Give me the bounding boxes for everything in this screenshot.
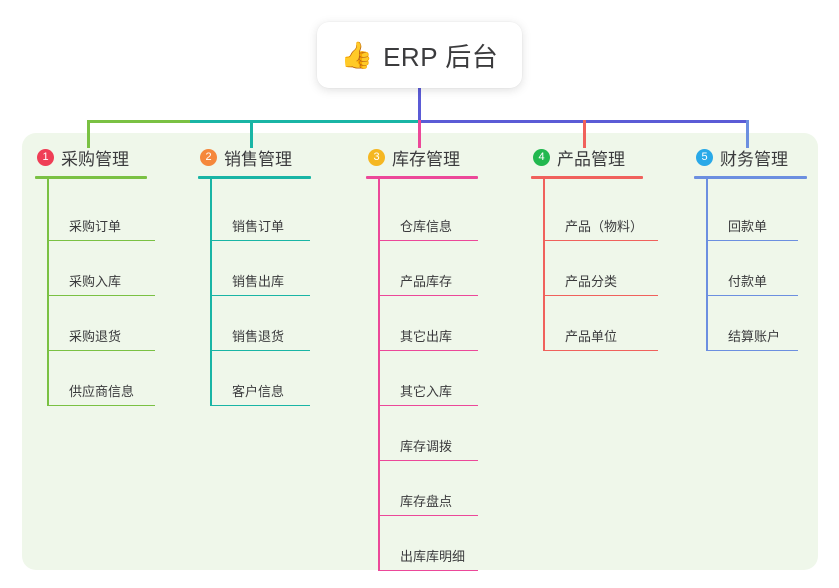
column-underline-4	[531, 176, 643, 179]
column-title-2: 销售管理	[224, 149, 292, 169]
connector-drop-col3	[418, 120, 421, 148]
column-spine-2	[210, 179, 212, 406]
column-badge-5: 5	[696, 148, 713, 166]
root-title: ERP 后台	[383, 41, 499, 72]
leaf-label: 产品分类	[565, 274, 618, 289]
leaf-underline	[378, 239, 478, 241]
column-underline-1	[35, 176, 147, 179]
leaf-underline	[378, 404, 478, 406]
leaf-label: 其它出库	[400, 329, 453, 344]
leaf-underline	[210, 404, 310, 406]
leaf-underline	[378, 294, 478, 296]
leaf-underline	[47, 294, 155, 296]
column-1: 1 采购管理采购订单采购入库采购退货供应商信息	[35, 146, 155, 406]
column-header-4[interactable]: 4 产品管理	[531, 146, 625, 169]
leaf-label: 库存调拨	[400, 439, 453, 454]
root-node[interactable]: 👍 ERP 后台	[317, 22, 522, 88]
leaf-underline	[378, 569, 478, 571]
column-underline-5	[694, 176, 807, 179]
connector-drop-col1	[87, 120, 90, 148]
leaf-label: 供应商信息	[69, 384, 135, 399]
leaf-underline	[210, 239, 310, 241]
diagram-panel	[22, 133, 818, 570]
leaf-label: 付款单	[728, 274, 768, 289]
column-title-3: 库存管理	[392, 149, 460, 169]
column-underline-2	[198, 176, 311, 179]
leaf-label: 结算账户	[728, 329, 781, 344]
leaf-label: 其它入库	[400, 384, 453, 399]
leaf-underline	[210, 294, 310, 296]
connector-bus-teal	[190, 120, 421, 123]
column-spine-1	[47, 179, 49, 406]
column-badge-1: 1	[37, 148, 54, 166]
column-spine-3	[378, 179, 380, 571]
leaf-label: 出库库明细	[400, 549, 466, 564]
leaf-label: 销售出库	[232, 274, 285, 289]
leaf-label: 客户信息	[232, 384, 285, 399]
column-underline-3	[366, 176, 478, 179]
column-header-5[interactable]: 5 财务管理	[694, 146, 788, 169]
leaf-underline	[543, 349, 658, 351]
column-3: 3 库存管理仓库信息产品库存其它出库其它入库库存调拨库存盘点出库库明细	[366, 146, 478, 571]
leaf-underline	[706, 239, 798, 241]
column-title-4: 产品管理	[557, 149, 625, 169]
column-spine-5	[706, 179, 708, 351]
leaf-label: 产品单位	[565, 329, 618, 344]
connector-bus-green	[87, 120, 192, 123]
leaf-underline	[706, 294, 798, 296]
connector-drop-col4	[583, 120, 586, 148]
leaf-underline	[706, 349, 798, 351]
leaf-label: 采购入库	[69, 274, 122, 289]
leaf-underline	[378, 349, 478, 351]
column-badge-3: 3	[368, 148, 385, 166]
column-title-1: 采购管理	[61, 149, 129, 169]
leaf-underline	[378, 459, 478, 461]
column-4: 4 产品管理产品（物料） 产品分类产品单位	[531, 146, 658, 351]
connector-drop-col5	[746, 120, 749, 148]
column-header-3[interactable]: 3 库存管理	[366, 146, 460, 169]
leaf-label: 库存盘点	[400, 494, 453, 509]
leaf-underline	[543, 294, 658, 296]
leaf-underline	[210, 349, 310, 351]
leaf-underline	[47, 239, 155, 241]
leaf-underline	[47, 349, 155, 351]
leaf-label: 仓库信息	[400, 219, 453, 234]
column-header-1[interactable]: 1 采购管理	[35, 146, 129, 169]
leaf-label: 回款单	[728, 219, 768, 234]
leaf-label: 销售退货	[232, 329, 285, 344]
column-5: 5 财务管理回款单付款单结算账户	[694, 146, 807, 351]
connector-drop-col2	[250, 120, 253, 148]
column-spine-4	[543, 179, 545, 351]
thumbs-up-icon: 👍	[340, 40, 374, 70]
column-badge-4: 4	[533, 148, 550, 166]
leaf-label: 产品库存	[400, 274, 453, 289]
leaf-label: 采购退货	[69, 329, 122, 344]
leaf-underline	[543, 239, 658, 241]
leaf-underline	[47, 404, 155, 406]
column-badge-2: 2	[200, 148, 217, 166]
leaf-label: 产品（物料）	[565, 219, 644, 234]
column-2: 2 销售管理销售订单销售出库销售退货客户信息	[198, 146, 311, 406]
column-title-5: 财务管理	[720, 149, 788, 169]
connector-root-stem	[418, 88, 421, 122]
leaf-label: 销售订单	[232, 219, 285, 234]
leaf-underline	[378, 514, 478, 516]
leaf-label: 采购订单	[69, 219, 122, 234]
column-header-2[interactable]: 2 销售管理	[198, 146, 292, 169]
